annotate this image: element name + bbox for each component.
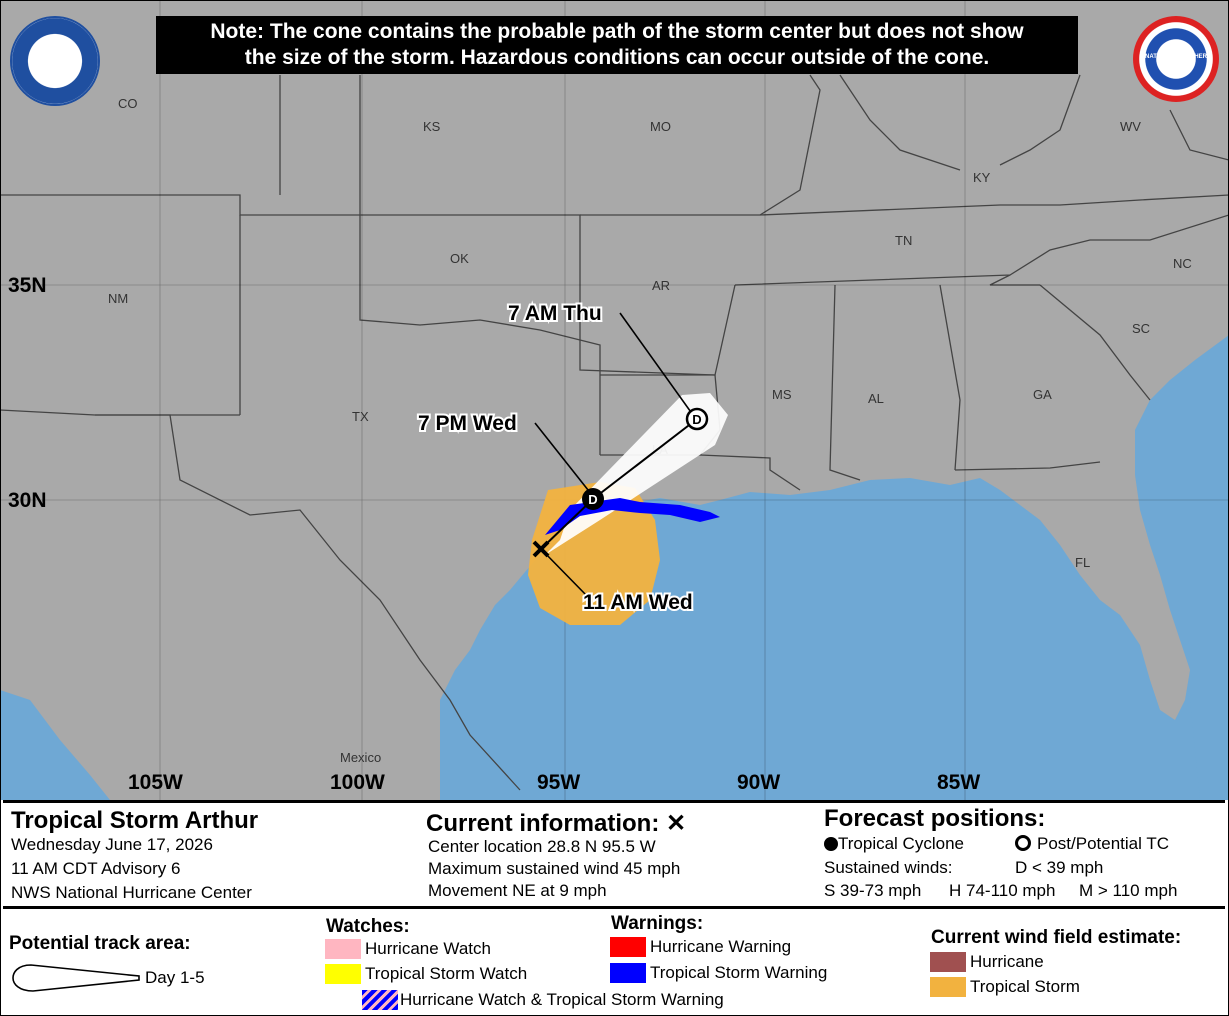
forecast-label-7pm-wed: 7 PM Wed [418, 412, 517, 435]
wind-range-h: H 74-110 mph [949, 881, 1056, 900]
ts-warning-label: Tropical Storm Warning [650, 963, 828, 982]
forecast-cone [545, 393, 728, 555]
wind-range-d: D < 39 mph [1015, 858, 1104, 877]
hurricane-watch-label: Hurricane Watch [365, 939, 491, 958]
combo-label: Hurricane Watch & Tropical Storm Warning [400, 990, 724, 1009]
legend-keys-panel: Potential track area: Day 1-5 Watches: H… [3, 906, 1225, 1015]
state-label-nc: NC [1173, 256, 1192, 271]
legend-divider [3, 800, 1225, 803]
cone-note-line-1: Note: The cone contains the probable pat… [210, 20, 1024, 43]
forecast-label-7am-thu: 7 AM Thu [508, 302, 602, 325]
leader-line-11am-wed [540, 548, 589, 598]
state-label-ms: MS [772, 387, 792, 402]
ts-warning-swatch [610, 963, 646, 983]
lon-label-95w: 95W [537, 771, 580, 794]
state-label-ky: KY [973, 170, 991, 185]
forecast-point-7pm-wed: D [582, 488, 604, 510]
lon-label-100w: 100W [330, 771, 385, 794]
cone-note-banner: Note: The cone contains the probable pat… [156, 16, 1078, 74]
ts-wind-swatch [930, 977, 966, 997]
svg-text:D: D [588, 492, 597, 507]
current-info-title: Current information: ✕ [426, 809, 686, 838]
lon-label-85w: 85W [937, 771, 980, 794]
movement: Movement NE at 9 mph [428, 881, 607, 900]
combo-swatch [362, 990, 398, 1010]
state-label-tx: TX [352, 409, 369, 424]
advisory-number: 11 AM CDT Advisory 6 [11, 859, 181, 878]
state-label-al: AL [868, 391, 884, 406]
atlantic-ocean [1190, 660, 1229, 800]
center-location: Center location 28.8 N 95.5 W [428, 837, 656, 856]
lon-label-90w: 90W [737, 771, 780, 794]
svg-text:D: D [692, 412, 701, 427]
storm-date: Wednesday June 17, 2026 [11, 835, 213, 854]
storm-track-map: CO KS MO WV KY TN NC OK AR NM SC MS AL G… [0, 0, 1229, 800]
sustained-winds-label: Sustained winds: [824, 858, 953, 877]
watches-title: Watches: [326, 916, 410, 937]
current-info-title-text: Current information: [426, 810, 660, 837]
warnings-title: Warnings: [611, 913, 704, 934]
current-position-marker [532, 540, 550, 558]
state-labels: CO KS MO WV KY TN NC OK AR NM SC MS AL G… [108, 96, 1192, 765]
storm-info-panel: Tropical Storm Arthur Wednesday June 17,… [3, 803, 1225, 903]
open-circle-icon [1015, 835, 1031, 851]
lat-label-35n: 35N [8, 274, 47, 297]
forecast-point-7am-thu: D [685, 407, 709, 431]
max-wind: Maximum sustained wind 45 mph [428, 859, 681, 878]
ts-wind-label: Tropical Storm [970, 977, 1080, 996]
tropical-cyclone-label: Tropical Cyclone [838, 834, 964, 853]
ts-watch-swatch [325, 964, 361, 984]
state-label-fl: FL [1075, 555, 1090, 570]
wind-range-s: S 39-73 mph [824, 881, 922, 900]
state-label-ga: GA [1033, 387, 1052, 402]
leader-line-7pm-wed [534, 422, 593, 496]
hurricane-watch-swatch [325, 939, 361, 959]
track-area-title: Potential track area: [9, 933, 191, 954]
state-label-wv: WV [1120, 119, 1141, 134]
nws-logo: NATIONAL WEATHER SERVICE [1133, 16, 1219, 102]
lon-label-105w: 105W [128, 771, 183, 794]
hurricane-warning-swatch [610, 937, 646, 957]
lat-label-30n: 30N [8, 489, 47, 512]
hurricane-wind-label: Hurricane [970, 952, 1044, 971]
track-cone-icon [12, 964, 140, 992]
gulf-of-mexico [440, 335, 1229, 800]
noaa-logo-text: NOAA [38, 44, 72, 56]
issuing-center: NWS National Hurricane Center [11, 883, 252, 902]
state-borders [0, 74, 1229, 791]
storm-name: Tropical Storm Arthur [11, 807, 259, 834]
nws-logo-text: NATIONAL WEATHER SERVICE [1145, 54, 1207, 66]
legend-post-tc: Post/Potential TC [1015, 834, 1169, 854]
state-label-sc: SC [1132, 321, 1150, 336]
hurricane-wind-swatch [930, 952, 966, 972]
ts-watch-label: Tropical Storm Watch [365, 964, 528, 983]
hurricane-warning-label: Hurricane Warning [650, 937, 792, 956]
leader-line-7am-thu [619, 312, 694, 416]
noaa-logo: NOAA [10, 16, 100, 106]
filled-circle-icon [824, 837, 838, 851]
state-label-nm: NM [108, 291, 128, 306]
wind-range-m: M > 110 mph [1079, 881, 1178, 900]
current-info-x-icon: ✕ [666, 810, 687, 837]
track-day-label: Day 1-5 [145, 968, 205, 987]
legend-tropical-cyclone: Tropical Cyclone [824, 834, 964, 854]
forecast-positions-title: Forecast positions: [824, 805, 1046, 832]
cone-note-line-2: the size of the storm. Hazardous conditi… [244, 46, 990, 69]
forecast-label-11am-wed: 11 AM Wed [583, 591, 693, 614]
wind-field-title: Current wind field estimate: [931, 927, 1182, 948]
country-label-mexico: Mexico [340, 750, 381, 765]
pacific-ocean [0, 690, 110, 800]
state-label-tn: TN [895, 233, 912, 248]
state-label-mo: MO [650, 119, 671, 134]
state-label-co: CO [118, 96, 138, 111]
state-label-ks: KS [423, 119, 441, 134]
state-label-ok: OK [450, 251, 469, 266]
state-label-ar: AR [652, 278, 670, 293]
post-tc-label: Post/Potential TC [1037, 834, 1169, 853]
